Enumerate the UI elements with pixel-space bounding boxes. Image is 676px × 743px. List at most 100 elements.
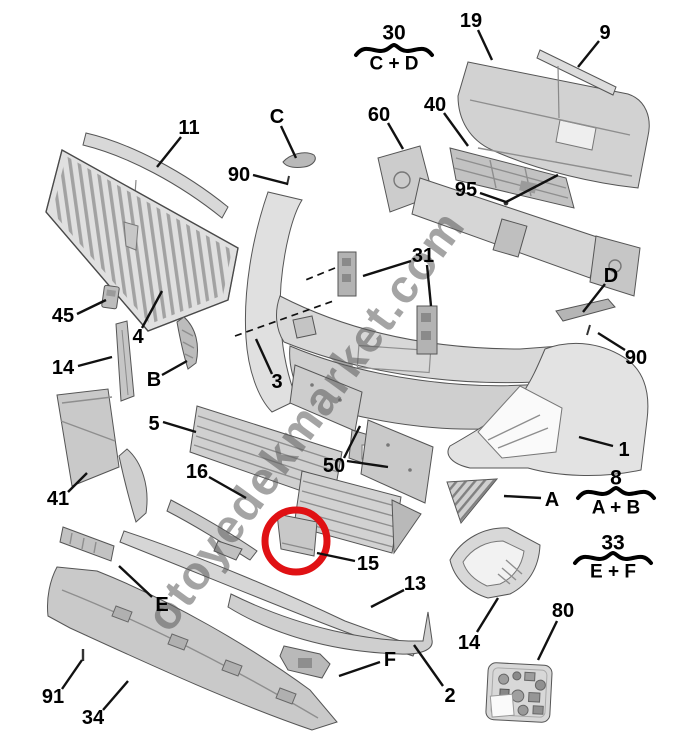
part-bracket-d xyxy=(555,298,616,336)
leader-line-A xyxy=(503,494,542,500)
leader-line-90 xyxy=(597,331,626,352)
group-label-number-33: 33 xyxy=(601,532,624,555)
part-label-5: 5 xyxy=(148,413,159,435)
leader-line-45 xyxy=(76,298,107,316)
part-clip-3 xyxy=(292,315,317,339)
leader-line-B xyxy=(161,359,188,377)
part-label-16: 16 xyxy=(186,461,208,483)
part-label-34: 34 xyxy=(82,707,105,729)
group-brace-8 xyxy=(576,485,656,500)
part-trim-a xyxy=(446,478,499,525)
part-label-11: 11 xyxy=(178,117,199,139)
part-corner-piece xyxy=(118,448,148,523)
leader-line-50 xyxy=(342,425,362,459)
leader-line-40 xyxy=(443,112,469,147)
leader-line-31 xyxy=(362,259,412,278)
part-panel-50-lower xyxy=(360,419,434,504)
leader-line-50 xyxy=(346,459,389,469)
part-label-2: 2 xyxy=(444,685,455,707)
part-lower-lip-2 xyxy=(227,593,433,655)
part-label-15: 15 xyxy=(357,553,379,575)
group-label-number-8: 8 xyxy=(610,467,622,490)
part-label-14: 14 xyxy=(458,632,481,654)
leader-line-3 xyxy=(254,338,274,375)
leader-line-60 xyxy=(386,122,405,150)
part-beam-60 xyxy=(377,145,641,297)
leader-line-D xyxy=(582,283,606,313)
leader-line-91 xyxy=(61,659,83,690)
group-label-number-30: 30 xyxy=(382,22,405,45)
dashed-leader-31 xyxy=(302,267,336,282)
part-bracket-31-right xyxy=(416,305,438,355)
part-clip-c xyxy=(282,152,316,186)
part-label-41: 41 xyxy=(47,488,69,510)
part-fastener-kit-80 xyxy=(485,662,553,723)
leader-line-15 xyxy=(316,551,356,563)
leader-line-16 xyxy=(208,475,247,500)
part-label-A: A xyxy=(545,489,559,511)
part-skid-plate-34 xyxy=(47,566,338,731)
leader-line-E xyxy=(118,565,153,598)
part-side-strip-14 xyxy=(115,320,135,402)
part-label-91: 91 xyxy=(42,686,64,708)
dashed-leader-3 xyxy=(234,299,337,337)
part-strip-16 xyxy=(166,499,258,561)
leader-line-14 xyxy=(475,597,500,633)
part-label-9: 9 xyxy=(599,22,610,44)
leader-line-95 xyxy=(479,173,559,204)
part-fog-bezel-14 xyxy=(449,527,541,599)
part-label-14: 14 xyxy=(52,357,75,379)
group-label-combo-8: A + B xyxy=(592,498,640,519)
part-label-E: E xyxy=(155,594,168,616)
part-bracket-31-left xyxy=(337,251,357,297)
brand-logo xyxy=(123,221,139,251)
part-main-grille xyxy=(45,148,239,332)
part-label-19: 19 xyxy=(460,10,482,32)
leader-line-31 xyxy=(425,264,433,307)
group-label-combo-30: C + D xyxy=(369,54,418,75)
leader-line-4 xyxy=(140,290,164,329)
part-clip-45 xyxy=(101,284,120,310)
part-label-31: 31 xyxy=(412,245,434,267)
part-upper-panel-19 xyxy=(457,61,650,189)
part-label-50: 50 xyxy=(323,455,345,477)
leader-line-2 xyxy=(413,644,444,687)
leader-line-41 xyxy=(67,472,88,493)
part-strip-9 xyxy=(536,49,617,119)
part-label-60: 60 xyxy=(368,104,390,126)
leader-line-13 xyxy=(370,588,405,609)
part-carrier-40 xyxy=(449,147,575,209)
parts-layer xyxy=(45,49,650,731)
leader-line-1 xyxy=(578,435,614,448)
group-label-combo-33: E + F xyxy=(590,562,636,583)
part-label-1: 1 xyxy=(618,439,629,461)
part-label-95: 95 xyxy=(455,179,477,201)
group-brace-33 xyxy=(573,550,653,565)
part-label-3: 3 xyxy=(271,371,282,393)
part-label-4: 4 xyxy=(132,326,144,348)
leader-line-19 xyxy=(476,29,494,61)
part-bracket-e xyxy=(59,526,115,562)
part-vane-b xyxy=(176,316,198,370)
highlight-circle xyxy=(261,506,331,576)
leader-line-90 xyxy=(252,173,289,186)
part-deflector-41 xyxy=(56,388,120,487)
part-label-B: B xyxy=(147,369,161,391)
part-bumper-left-flare xyxy=(244,191,303,413)
part-label-90: 90 xyxy=(625,347,647,369)
leader-line-34 xyxy=(102,680,129,711)
part-label-C: C xyxy=(270,106,284,128)
group-brace-30 xyxy=(354,42,434,57)
part-label-40: 40 xyxy=(424,94,446,116)
part-label-90: 90 xyxy=(228,164,250,186)
part-bracket-f xyxy=(279,645,331,679)
leader-line-5 xyxy=(162,420,197,434)
leader-line-F xyxy=(338,660,381,678)
part-label-F: F xyxy=(384,649,396,671)
part-label-13: 13 xyxy=(404,573,426,595)
part-strip-13 xyxy=(119,530,418,657)
part-label-45: 45 xyxy=(52,305,74,327)
leader-line-11 xyxy=(156,136,182,168)
